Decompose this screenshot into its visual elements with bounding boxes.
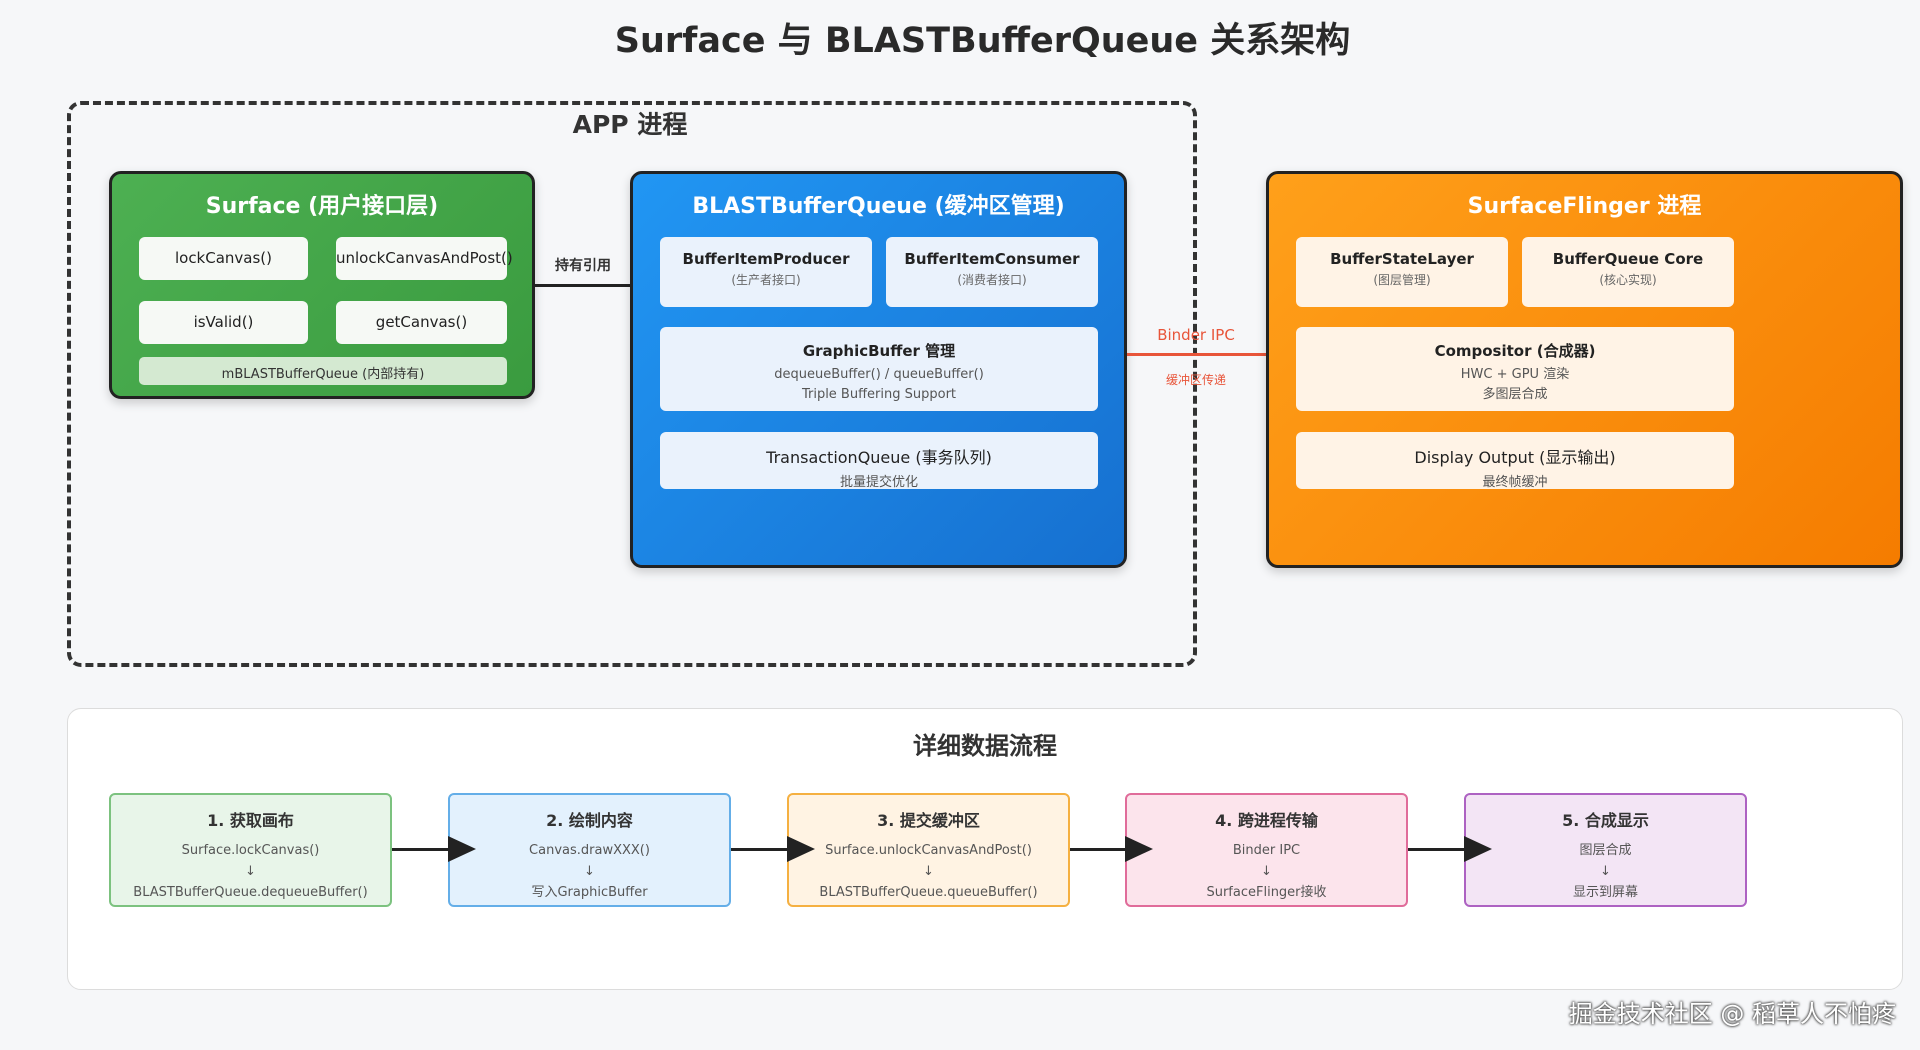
flow-step-4-line1: Binder IPC [1232,843,1301,858]
watermark: 掘金技术社区 @ 稻草人不怕疼 [1568,1000,1896,1028]
app-process-label: APP 进程 [572,110,688,139]
flow-step-1: 1. 获取画布 Surface.lockCanvas() ↓ BLASTBuff… [109,793,392,907]
flow-arrow-3-line [1070,848,1128,851]
bufferqueuecore-subtitle: (核心实现) [1599,273,1657,287]
bufferstatelayer-card: BufferStateLayer (图层管理) [1296,237,1508,307]
binder-ipc-line [1127,353,1266,356]
flow-arrow-4-line [1408,848,1468,851]
producer-title: BufferItemProducer [682,250,850,268]
graphicbuffer-title: GraphicBuffer 管理 [802,342,956,360]
compositor-card: Compositor (合成器) HWC + GPU 渲染 多图层合成 [1296,327,1734,411]
flow-step-5: 5. 合成显示 图层合成 ↓ 显示到屏幕 [1464,793,1747,907]
method-isvalid: isValid() [139,301,308,344]
diagram-title: Surface 与 BLASTBufferQueue 关系架构 [614,21,1351,61]
flow-step-3-arrow: ↓ [923,864,934,879]
transactionqueue-card: TransactionQueue (事务队列) 批量提交优化 [660,432,1098,490]
bufferstatelayer-title: BufferStateLayer [1330,250,1474,268]
flow-step-2-line1: Canvas.drawXXX() [529,843,650,858]
data-flow-title: 详细数据流程 [913,732,1057,760]
flow-step-4-line2: SurfaceFlinger接收 [1206,885,1327,900]
transactionqueue-title: TransactionQueue (事务队列) [766,448,992,467]
flow-step-1-arrow: ↓ [245,864,256,879]
hold-reference-label: 持有引用 [555,258,611,274]
method-getcanvas: getCanvas() [336,301,507,344]
graphicbuffer-line2: Triple Buffering Support [801,387,957,402]
surfaceflinger-panel: SurfaceFlinger 进程 BufferStateLayer (图层管理… [1266,171,1903,568]
compositor-title: Compositor (合成器) [1434,342,1596,360]
surface-panel-title: Surface (用户接口层) [205,194,439,219]
displayoutput-card: Display Output (显示输出) 最终帧缓冲 [1296,432,1734,490]
compositor-line2: 多图层合成 [1482,387,1548,402]
flow-step-4-arrow: ↓ [1261,864,1272,879]
flow-arrow-4-head [1464,836,1492,862]
graphicbuffer-card: GraphicBuffer 管理 dequeueBuffer() / queue… [660,327,1098,411]
binder-ipc-sublabel: 缓冲区传递 [1165,373,1226,387]
method-lockcanvas: lockCanvas() [139,237,308,280]
flow-step-3-line2: BLASTBufferQueue.queueBuffer() [819,885,1038,900]
app-process-group [67,101,1197,667]
flow-step-3-title: 3. 提交缓冲区 [877,811,980,830]
displayoutput-title: Display Output (显示输出) [1414,448,1616,467]
flow-step-2-title: 2. 绘制内容 [546,811,633,830]
flow-step-5-title: 5. 合成显示 [1562,811,1649,830]
flow-step-1-line1: Surface.lockCanvas() [181,843,320,858]
method-unlockcanvasandpost: unlockCanvasAndPost() [336,237,513,280]
member-mblastbufferqueue: mBLASTBufferQueue (内部持有) [139,357,507,385]
flow-step-2: 2. 绘制内容 Canvas.drawXXX() ↓ 写入GraphicBuff… [448,793,731,907]
flow-step-4: 4. 跨进程传输 Binder IPC ↓ SurfaceFlinger接收 [1125,793,1408,907]
flow-step-5-line1: 图层合成 [1579,843,1632,858]
flow-step-5-line2: 显示到屏幕 [1572,885,1638,900]
bufferqueuecore-card: BufferQueue Core (核心实现) [1522,237,1734,307]
consumer-title: BufferItemConsumer [904,250,1080,268]
blast-panel-title: BLASTBufferQueue (缓冲区管理) [692,194,1065,219]
flow-step-3-line1: Surface.unlockCanvasAndPost() [825,843,1032,858]
hold-reference-arrow-line [535,284,635,287]
flow-step-4-title: 4. 跨进程传输 [1215,811,1318,830]
graphicbuffer-line1: dequeueBuffer() / queueBuffer() [774,367,984,382]
producer-subtitle: (生产者接口) [731,273,801,287]
compositor-line1: HWC + GPU 渲染 [1460,367,1570,382]
binder-ipc-label: Binder IPC [1157,326,1235,344]
flow-arrow-2-line [731,848,791,851]
surface-panel: Surface (用户接口层) lockCanvas() unlockCanva… [109,171,535,399]
flow-step-2-line2: 写入GraphicBuffer [531,885,648,900]
bufferstatelayer-subtitle: (图层管理) [1373,273,1431,287]
displayoutput-subtitle: 最终帧缓冲 [1482,475,1548,490]
blastbufferqueue-panel: BLASTBufferQueue (缓冲区管理) BufferItemProdu… [630,171,1127,568]
bufferqueuecore-title: BufferQueue Core [1552,250,1704,268]
flow-arrow-1-line [392,848,452,851]
transactionqueue-subtitle: 批量提交优化 [839,475,918,490]
flow-step-1-line2: BLASTBufferQueue.dequeueBuffer() [133,885,368,900]
consumer-subtitle: (消费者接口) [957,273,1027,287]
flow-step-2-arrow: ↓ [584,864,595,879]
flow-arrow-2-head [787,836,815,862]
flow-arrow-1-head [448,836,476,862]
flow-step-5-arrow: ↓ [1600,864,1611,879]
producer-card: BufferItemProducer (生产者接口) [660,237,872,307]
sf-panel-title: SurfaceFlinger 进程 [1467,194,1702,219]
flow-step-1-title: 1. 获取画布 [207,811,294,830]
flow-step-3: 3. 提交缓冲区 Surface.unlockCanvasAndPost() ↓… [787,793,1070,907]
flow-arrow-3-head [1125,836,1153,862]
consumer-card: BufferItemConsumer (消费者接口) [886,237,1098,307]
